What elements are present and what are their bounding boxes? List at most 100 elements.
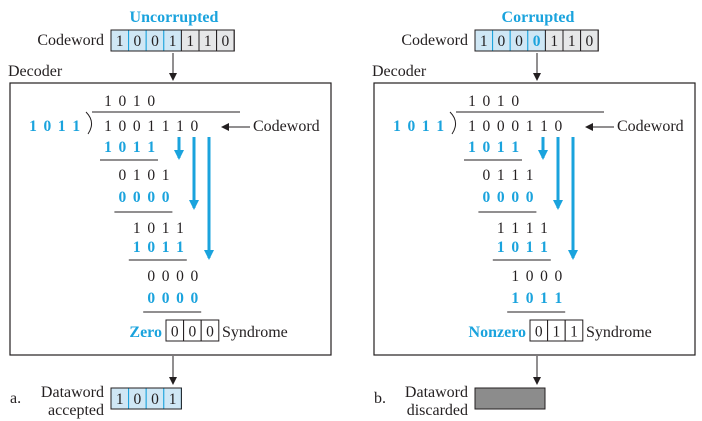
codeword-label: Codeword — [37, 32, 104, 49]
dividend-bit: 1 — [468, 118, 476, 135]
step-3-remainder-bit: 0 — [191, 268, 199, 285]
syndrome-box-cell-text: 1 — [553, 324, 561, 341]
step-3-subtrahend-bit: 0 — [147, 239, 155, 256]
codeword-cell-text: 0 — [515, 33, 523, 50]
dataword-cell-text: 0 — [134, 391, 142, 408]
divisor-bit: 1 — [58, 118, 66, 135]
quotient-bit: 1 — [468, 93, 476, 110]
syndrome-box-cell — [564, 319, 584, 342]
codeword-cell-text: 1 — [169, 33, 177, 50]
syndrome-status: Zero — [129, 324, 162, 341]
dataword-box-border — [110, 387, 182, 410]
dividend-bit: 1 — [540, 118, 548, 135]
step-1-subtrahend-bit: 1 — [147, 139, 155, 156]
codeword-cell-text: 1 — [204, 33, 212, 50]
codeword-cell-text: 0 — [533, 33, 541, 50]
step-1-subtrahend-bit: 0 — [119, 139, 127, 156]
result-line-2: accepted — [48, 402, 104, 419]
syndrome-box-cell-text: 0 — [535, 324, 543, 341]
step-2-subtrahend-bit: 0 — [497, 189, 505, 206]
division-bracket — [85, 111, 92, 135]
codeword-box-border — [110, 29, 235, 52]
codeword-cell-text: 0 — [498, 33, 506, 50]
step-4-subtrahend-bit: 1 — [511, 290, 519, 307]
syndrome-box-cell-text: 0 — [189, 324, 197, 341]
step-3-remainder-bit: 1 — [511, 268, 519, 285]
step-3-remainder-bit: 0 — [555, 268, 563, 285]
dividend-codeword-label: Codeword — [617, 118, 684, 135]
division-bracket — [449, 111, 456, 135]
codeword-box-border — [474, 29, 599, 52]
step-3-remainder-bit: 0 — [147, 268, 155, 285]
step-2-subtrahend-bit: 0 — [133, 189, 141, 206]
step-4-subtrahend-bit: 1 — [555, 290, 563, 307]
codeword-cell-text: 1 — [186, 33, 194, 50]
step-3-remainder-bit: 0 — [162, 268, 170, 285]
divisor-bit: 1 — [393, 118, 401, 135]
case-letter: b. — [374, 390, 386, 407]
step-1-subtrahend-bit: 1 — [133, 139, 141, 156]
syndrome-box-cell — [200, 319, 220, 342]
panel-title: Corrupted — [502, 9, 575, 26]
divisor-bit: 0 — [408, 118, 416, 135]
codeword-cell-text: 1 — [550, 33, 558, 50]
dividend-bit: 1 — [162, 118, 170, 135]
decoder-box — [9, 82, 332, 356]
step-3-subtrahend-bit: 1 — [162, 239, 170, 256]
quotient-bit: 0 — [147, 93, 155, 110]
step-1-subtrahend-bit: 1 — [104, 139, 112, 156]
codeword-cell-text: 1 — [480, 33, 488, 50]
step-2-subtrahend-bit: 0 — [119, 189, 127, 206]
quotient-bit: 1 — [104, 93, 112, 110]
dividend-bit: 1 — [176, 118, 184, 135]
dataword-cell-text: 1 — [169, 391, 177, 408]
dividend-bit: 1 — [526, 118, 534, 135]
divisor-bit: 1 — [72, 118, 80, 135]
step-1-subtrahend-bit: 1 — [511, 139, 519, 156]
decoder-label: Decoder — [372, 63, 427, 80]
step-1-remainder-bit: 1 — [497, 167, 505, 184]
step-4-subtrahend-bit: 0 — [147, 290, 155, 307]
quotient-bit: 0 — [483, 93, 491, 110]
step-1-remainder-bit: 0 — [119, 167, 127, 184]
step-1-remainder-bit: 1 — [511, 167, 519, 184]
step-2-subtrahend-bit: 0 — [147, 189, 155, 206]
step-1-subtrahend-bit: 0 — [483, 139, 491, 156]
dividend-bit: 0 — [191, 118, 199, 135]
step-1-remainder-bit: 0 — [483, 167, 491, 184]
dividend-bit: 0 — [119, 118, 127, 135]
codeword-cell-text: 0 — [586, 33, 594, 50]
dividend-bit: 1 — [147, 118, 155, 135]
step-4-subtrahend-bit: 0 — [176, 290, 184, 307]
step-3-subtrahend-bit: 1 — [497, 239, 505, 256]
dataword-cell-text: 1 — [116, 391, 124, 408]
divisor-bit: 1 — [436, 118, 444, 135]
step-1-subtrahend-bit: 1 — [497, 139, 505, 156]
syndrome-box-cell-text: 0 — [206, 324, 214, 341]
codeword-cell-text: 1 — [116, 33, 124, 50]
dividend-bit: 1 — [104, 118, 112, 135]
dividend-bit: 0 — [511, 118, 519, 135]
quotient-bit: 0 — [511, 93, 519, 110]
step-3-remainder-bit: 0 — [526, 268, 534, 285]
step-2-remainder-bit: 1 — [162, 220, 170, 237]
step-2-remainder-bit: 1 — [511, 220, 519, 237]
dataword-cell-text: 0 — [151, 391, 159, 408]
step-2-subtrahend-bit: 0 — [511, 189, 519, 206]
syndrome-label: Syndrome — [586, 324, 652, 341]
dividend-bit: 0 — [133, 118, 141, 135]
step-3-remainder-bit: 0 — [540, 268, 548, 285]
syndrome-box-cell-text: 1 — [570, 324, 578, 341]
result-line-1: Dataword — [405, 384, 468, 401]
dividend-bit: 0 — [497, 118, 505, 135]
step-4-subtrahend-bit: 0 — [191, 290, 199, 307]
codeword-cell-text: 0 — [134, 33, 142, 50]
result-line-1: Dataword — [41, 384, 104, 401]
codeword-cell-text: 1 — [568, 33, 576, 50]
